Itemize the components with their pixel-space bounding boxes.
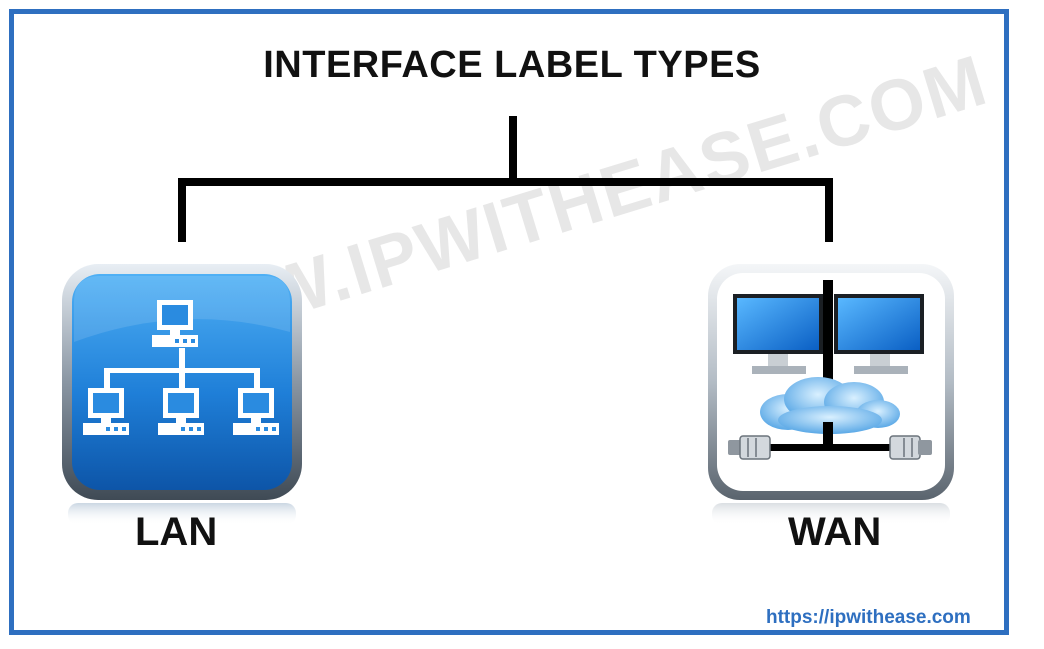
lan-label: LAN (135, 510, 218, 554)
wan-label: WAN (788, 510, 882, 554)
lan-reflection (68, 503, 296, 525)
cloud-shape (760, 377, 900, 434)
diagram-title: INTERFACE LABEL TYPES (263, 44, 761, 86)
lan-network-icon (62, 264, 302, 500)
wan-reflection (712, 503, 950, 525)
footer-url-link[interactable]: https://ipwithease.com (766, 607, 971, 628)
wan-network-icon (708, 264, 954, 500)
